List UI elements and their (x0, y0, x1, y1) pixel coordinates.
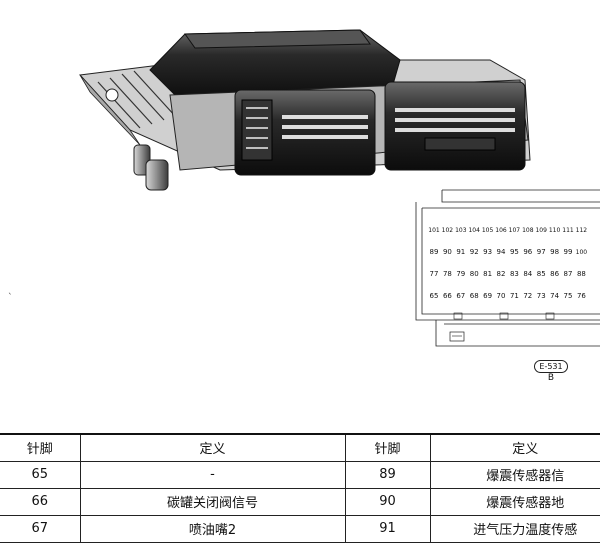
connector-pin-81: 81 (483, 270, 492, 278)
connector-pin-87: 87 (564, 270, 573, 278)
connector-code: E-531 (534, 360, 568, 373)
connector-pin-97: 97 (537, 248, 546, 256)
pin-definition: 爆震传感器地 (429, 487, 600, 516)
pin-definition: - (79, 460, 345, 489)
pin-number: 66 (0, 487, 80, 516)
connector-pin-80: 80 (470, 270, 479, 278)
table-row: 67 喷油嘴2 91 进气压力温度传感 (0, 514, 600, 543)
connector-pin-78: 78 (443, 270, 452, 278)
stray-mark: ˋ (8, 293, 13, 303)
pin-definition: 爆震传感器信 (429, 460, 600, 489)
connector-pin-71: 71 (510, 292, 519, 300)
connector-pin-110: 110 (549, 227, 561, 234)
connector-pin-90: 90 (443, 248, 452, 256)
connector-pin-102: 102 (442, 227, 454, 234)
connector-pin-88: 88 (577, 270, 586, 278)
connector-pin-68: 68 (470, 292, 479, 300)
pin-definition: 喷油嘴2 (79, 514, 345, 543)
connector-pin-76: 76 (577, 292, 586, 300)
connector-pin-92: 92 (470, 248, 479, 256)
connector-pin-104: 104 (468, 227, 480, 234)
pin-definition: 碳罐关闭阀信号 (79, 487, 345, 516)
connector-pin-96: 96 (523, 248, 532, 256)
connector-pin-69: 69 (483, 292, 492, 300)
header-pin: 针脚 (344, 433, 430, 462)
connector-side: B (547, 373, 555, 383)
pin-number: 90 (344, 487, 430, 516)
connector-pin-91: 91 (456, 248, 465, 256)
connector-pin-84: 84 (523, 270, 532, 278)
connector-pin-101: 101 (428, 227, 440, 234)
connector-pin-83: 83 (510, 270, 519, 278)
connector-pin-77: 77 (430, 270, 439, 278)
connector-pin-107: 107 (509, 227, 521, 234)
connector-pin-65: 65 (430, 292, 439, 300)
connector-pin-82: 82 (497, 270, 506, 278)
connector-pin-67: 67 (456, 292, 465, 300)
clip-icon (449, 331, 465, 342)
connector-pin-94: 94 (497, 248, 506, 256)
connector-pin-86: 86 (550, 270, 559, 278)
pin-definition-table: 针脚 定义 针脚 定义 65 - 89 爆震传感器信 66 碳罐关闭阀信号 90… (0, 433, 600, 543)
pin-number: 67 (0, 514, 80, 543)
connector-pin-99: 99 (564, 248, 573, 256)
pin-number: 65 (0, 460, 80, 489)
connector-pin-112: 112 (576, 227, 588, 234)
connector-pin-74: 74 (550, 292, 559, 300)
ecu-module-illustration (78, 29, 531, 191)
connector-pin-75: 75 (564, 292, 573, 300)
connector-pin-103: 103 (455, 227, 467, 234)
connector-pin-105: 105 (482, 227, 494, 234)
header-pin: 针脚 (0, 433, 80, 462)
connector-pin-66: 66 (443, 292, 452, 300)
connector-pin-106: 106 (495, 227, 507, 234)
connector-pin-79: 79 (456, 270, 465, 278)
connector-label: E-531 B (530, 360, 572, 384)
table-header-row: 针脚 定义 针脚 定义 (0, 433, 600, 462)
header-definition: 定义 (79, 433, 345, 462)
connector-pin-100: 100 (576, 249, 588, 256)
pin-definition: 进气压力温度传感 (429, 514, 600, 543)
connector-pin-73: 73 (537, 292, 546, 300)
table-row: 65 - 89 爆震传感器信 (0, 460, 600, 489)
connector-pin-95: 95 (510, 248, 519, 256)
connector-pin-98: 98 (550, 248, 559, 256)
connector-pin-72: 72 (523, 292, 532, 300)
table-row: 66 碳罐关闭阀信号 90 爆震传感器地 (0, 487, 600, 516)
connector-pin-70: 70 (497, 292, 506, 300)
connector-pin-111: 111 (562, 227, 574, 234)
pin-number: 91 (344, 514, 430, 543)
connector-pin-89: 89 (430, 248, 439, 256)
connector-pin-109: 109 (535, 227, 547, 234)
connector-pin-93: 93 (483, 248, 492, 256)
connector-pin-108: 108 (522, 227, 534, 234)
header-definition: 定义 (429, 433, 600, 462)
connector-pin-85: 85 (537, 270, 546, 278)
pin-number: 89 (344, 460, 430, 489)
